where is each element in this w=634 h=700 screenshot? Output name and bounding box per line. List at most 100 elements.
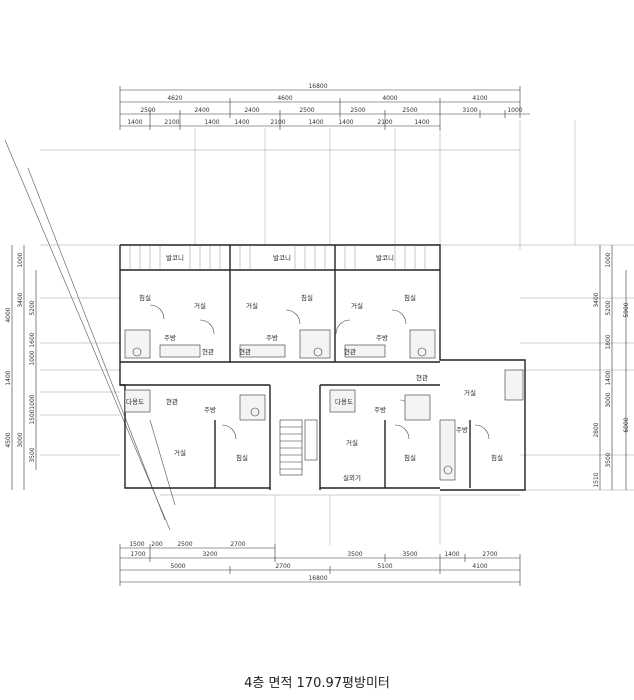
dim-label: 4000 bbox=[382, 95, 397, 102]
dim-label: 5100 bbox=[377, 563, 392, 570]
room-label-entrance: 현관 bbox=[166, 397, 178, 406]
dim-label: 1000 bbox=[605, 252, 612, 267]
room-label-kitchen: 주방 bbox=[164, 333, 176, 342]
dim-label: 1600 bbox=[29, 332, 36, 347]
room-label-bedroom: 침실 bbox=[139, 293, 151, 302]
dim-label: 1400 bbox=[444, 551, 459, 558]
dim-label: 3000 bbox=[605, 392, 612, 407]
dim-bottom-row2: 1700 3200 3500 3500 1400 2700 bbox=[130, 551, 497, 558]
dim-label: 3400 bbox=[593, 292, 600, 307]
room-label-living: 거실 bbox=[194, 301, 206, 310]
dim-right-outer: 5900 6000 bbox=[623, 302, 630, 432]
balcony-railings bbox=[129, 245, 426, 270]
dim-label: 4100 bbox=[472, 95, 487, 102]
room-label-living: 거실 bbox=[464, 388, 476, 397]
dim-label: 1000 bbox=[29, 350, 36, 365]
dim-label: 2500 bbox=[177, 541, 192, 548]
dim-label: 2700 bbox=[482, 551, 497, 558]
dim-label: 1510 bbox=[593, 472, 600, 487]
dim-label: 3500 bbox=[402, 551, 417, 558]
room-label-bedroom: 침실 bbox=[301, 293, 313, 302]
dim-label: 3000 bbox=[17, 432, 24, 447]
dim-top-row2: 2500 2400 2400 2500 2500 2500 3100 1000 bbox=[140, 107, 522, 114]
dim-label: 2400 bbox=[194, 107, 209, 114]
floor-area-caption: 4층 면적 170.97평방미터 bbox=[244, 676, 390, 691]
dim-label: 4600 bbox=[277, 95, 292, 102]
room-label-living: 거실 bbox=[351, 301, 363, 310]
dim-right-inner: 1000 3400 5200 1800 1400 3000 2800 3500 … bbox=[593, 252, 612, 487]
room-label-kitchen: 주방 bbox=[456, 425, 468, 434]
dim-label: 1400 bbox=[338, 119, 353, 126]
room-label-entrance: 현관 bbox=[202, 347, 214, 356]
dim-label: 2500 bbox=[299, 107, 314, 114]
room-label-balcony: 발코니 bbox=[166, 253, 184, 262]
room-label-living: 거실 bbox=[174, 448, 186, 457]
dim-label: 3100 bbox=[462, 107, 477, 114]
floor-plan-drawing: 16800 4620 4600 4000 4100 2500 2400 2400… bbox=[4, 83, 634, 586]
room-label-bedroom: 침실 bbox=[491, 453, 503, 462]
staircase bbox=[279, 419, 318, 476]
dim-left-inner: 1000 3400 5200 1600 1000 1000 1500 3000 … bbox=[17, 252, 36, 462]
dim-label: 200 bbox=[151, 541, 163, 548]
room-label-laundry: 다용도 bbox=[335, 397, 353, 406]
room-label-laundry: 다용도 bbox=[126, 397, 144, 406]
room-labels: 발코니 발코니 발코니 침실 거실 거실 침실 거실 침실 주방 주방 주방 현… bbox=[126, 253, 503, 482]
dim-label: 1400 bbox=[308, 119, 323, 126]
dim-label: 6000 bbox=[623, 417, 630, 432]
dim-top-row1: 4620 4600 4000 4100 bbox=[167, 95, 487, 102]
room-label-bedroom: 침실 bbox=[404, 453, 416, 462]
room-label-entrance: 현관 bbox=[239, 347, 251, 356]
dim-label: 3500 bbox=[347, 551, 362, 558]
dim-overall-bottom: 16800 bbox=[308, 575, 327, 582]
room-label-kitchen: 주방 bbox=[266, 333, 278, 342]
dim-label: 3500 bbox=[605, 452, 612, 467]
room-label-utility: 실외기 bbox=[343, 473, 361, 482]
dim-label: 1500 bbox=[129, 541, 144, 548]
dim-label: 2100 bbox=[377, 119, 392, 126]
dim-label: 1500 bbox=[29, 409, 36, 424]
dim-label: 1700 bbox=[130, 551, 145, 558]
room-label-kitchen: 주방 bbox=[376, 333, 388, 342]
room-label-balcony: 발코니 bbox=[273, 253, 291, 262]
dim-label: 2400 bbox=[244, 107, 259, 114]
dim-label: 4620 bbox=[167, 95, 182, 102]
dim-top-row3: 1400 2100 1400 1400 2100 1400 1400 2100 … bbox=[127, 119, 429, 126]
dim-label: 1400 bbox=[414, 119, 429, 126]
room-label-entrance: 현관 bbox=[416, 373, 428, 382]
dim-label: 1400 bbox=[204, 119, 219, 126]
door-swings bbox=[149, 304, 490, 440]
room-label-bedroom: 침실 bbox=[404, 293, 416, 302]
dim-overall-top: 16800 bbox=[308, 83, 327, 90]
dim-label: 2700 bbox=[275, 563, 290, 570]
room-label-balcony: 발코니 bbox=[376, 253, 394, 262]
dim-label: 2500 bbox=[402, 107, 417, 114]
right-dimension-lines bbox=[599, 245, 627, 490]
dim-label: 1400 bbox=[605, 370, 612, 385]
dim-label: 1800 bbox=[605, 334, 612, 349]
room-label-entrance: 현관 bbox=[344, 347, 356, 356]
dim-label: 1400 bbox=[127, 119, 142, 126]
building-walls bbox=[119, 244, 526, 491]
fixtures bbox=[124, 329, 524, 481]
dim-label: 5200 bbox=[29, 300, 36, 315]
room-label-kitchen: 주방 bbox=[204, 405, 216, 414]
room-label-living: 거실 bbox=[246, 301, 258, 310]
dim-left-outer: 4000 1400 4500 bbox=[5, 307, 12, 447]
dim-label: 4500 bbox=[5, 432, 12, 447]
dim-label: 4100 bbox=[472, 563, 487, 570]
dim-label: 2100 bbox=[270, 119, 285, 126]
dim-label: 3500 bbox=[29, 447, 36, 462]
site-boundary-lines bbox=[4, 139, 176, 531]
left-dimension-lines bbox=[11, 245, 37, 490]
dim-label: 1000 bbox=[507, 107, 522, 114]
dim-bottom-row1: 1500 200 2500 2700 bbox=[129, 541, 245, 548]
dim-label: 3400 bbox=[17, 292, 24, 307]
room-label-living: 거실 bbox=[346, 438, 358, 447]
dim-label: 5000 bbox=[170, 563, 185, 570]
dim-label: 3200 bbox=[202, 551, 217, 558]
dim-label: 4000 bbox=[5, 307, 12, 322]
dim-label: 1000 bbox=[17, 252, 24, 267]
dim-label: 5900 bbox=[623, 302, 630, 317]
dim-label: 2800 bbox=[593, 422, 600, 437]
dim-label: 1400 bbox=[5, 370, 12, 385]
